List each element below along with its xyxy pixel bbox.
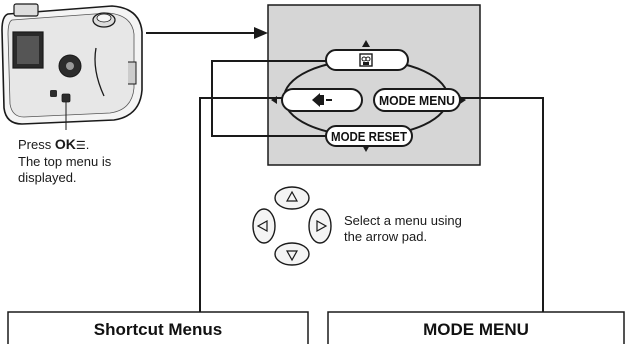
left-menu-button[interactable] xyxy=(281,88,363,112)
flash-icon xyxy=(312,93,332,107)
press-ok-line: Press OK☰. xyxy=(18,136,148,154)
mode-menu-title: MODE MENU xyxy=(423,320,529,339)
top-menu-button[interactable] xyxy=(325,49,409,71)
connector-shortcut-menus xyxy=(199,97,282,312)
instruction-line-2: The top menu is xyxy=(18,154,112,169)
arrow-pad-down-icon xyxy=(274,242,310,266)
arrow-pad-note-line-2: the arrow pad. xyxy=(344,229,428,244)
menu-lines-icon: ☰ xyxy=(75,140,86,152)
arrow-pad-note-line-1: Select a menu using xyxy=(344,213,462,228)
camera-illustration xyxy=(1,3,143,130)
movie-camera-icon xyxy=(359,53,373,67)
arrow-to-lcd-icon xyxy=(254,27,268,39)
ok-label: OK xyxy=(54,136,76,152)
shortcut-menus-title: Shortcut Menus xyxy=(93,320,223,339)
connector-mode-menu xyxy=(460,97,544,312)
mode-menu-box xyxy=(327,311,625,344)
up-arrow-icon xyxy=(362,40,370,47)
mode-menu-button-label: MODE MENU xyxy=(379,93,455,108)
press-period: . xyxy=(85,137,90,152)
arrow-pad-note: Select a menu using the arrow pad. xyxy=(344,213,504,245)
shortcut-menus-box xyxy=(7,311,309,344)
press-ok-instruction: Press OK☰. The top menu is displayed. xyxy=(18,136,148,186)
press-word: Press xyxy=(18,137,52,152)
arrow-pad-illustration xyxy=(252,186,332,266)
mode-menu-button[interactable]: MODE MENU xyxy=(373,88,461,112)
instruction-line-3: displayed. xyxy=(18,170,77,185)
arrow-pad-left-icon xyxy=(252,208,276,244)
mode-reset-button-label: MODE RESET xyxy=(331,129,407,144)
arrow-pad-right-icon xyxy=(308,208,332,244)
mode-reset-button[interactable]: MODE RESET xyxy=(325,125,413,147)
arrow-pad-up-icon xyxy=(274,186,310,210)
ok-button-icon xyxy=(61,93,71,103)
